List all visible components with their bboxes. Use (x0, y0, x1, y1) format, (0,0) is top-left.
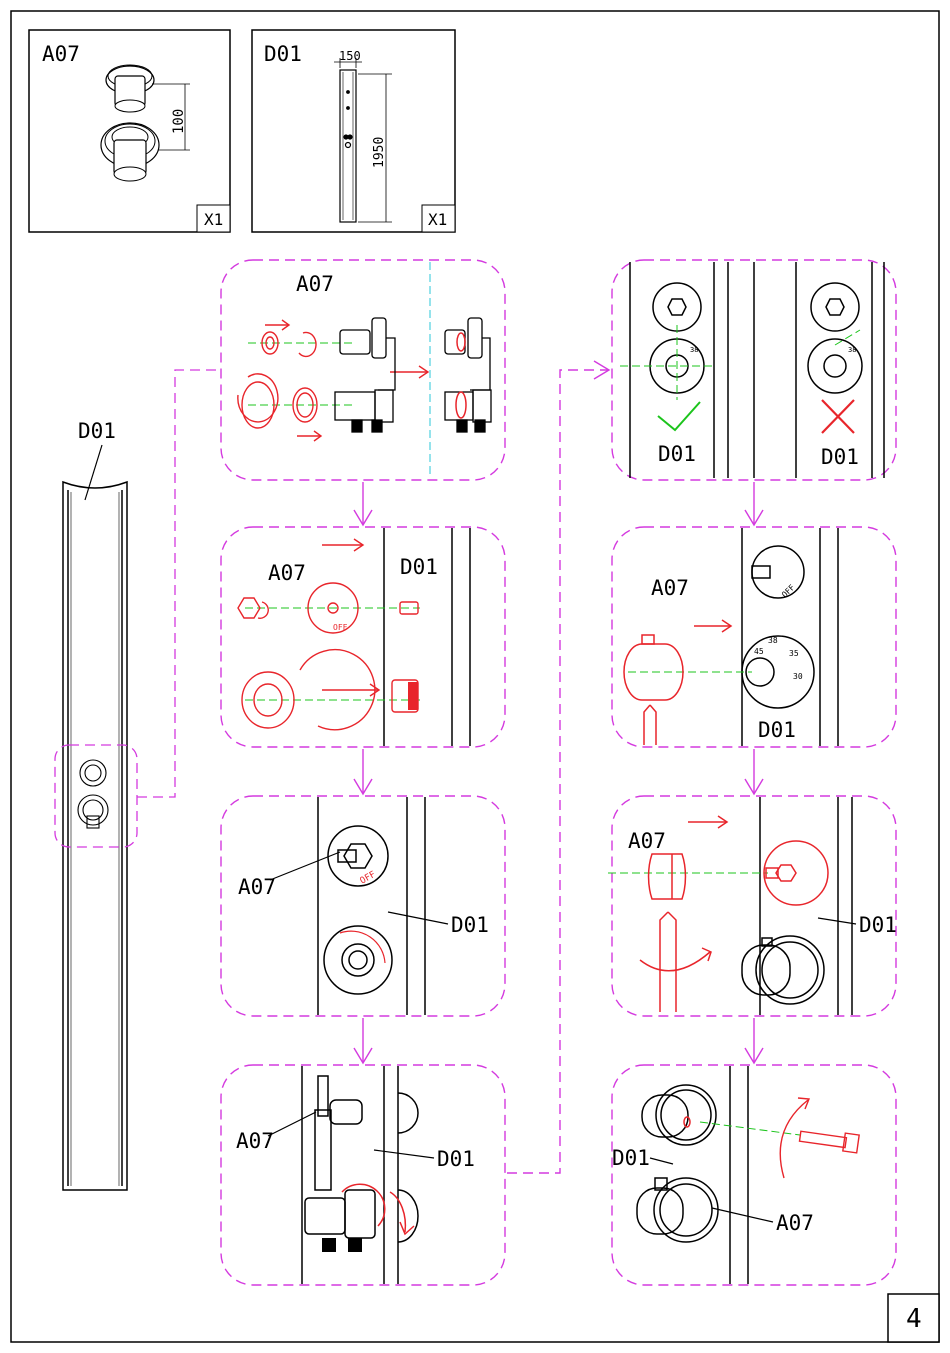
quantity-a07: X1 (204, 210, 223, 229)
step-3-label-a07: A07 (238, 875, 276, 899)
step-5-dial-mark-38-wrong: 38 (848, 346, 856, 354)
step-4-frame (221, 1065, 505, 1285)
step-1-remove-fittings: A07 (238, 262, 491, 478)
step-8-label-d01: D01 (612, 1146, 650, 1170)
dimension-height-d01: 1950 (372, 137, 387, 168)
knob-large-drawing (101, 123, 159, 181)
step-6-off-text: OFF (780, 583, 797, 600)
step-6-dial-30: 30 (793, 672, 803, 681)
step-4-label-a07: A07 (236, 1129, 274, 1153)
step-2-off-text: OFF (333, 623, 348, 632)
step-3-frame (221, 796, 505, 1016)
dimension-a07: 100 (171, 109, 187, 134)
step-1-label-a07: A07 (296, 272, 334, 296)
step-frames (221, 260, 896, 1285)
step-7-label-d01: D01 (859, 913, 897, 937)
dimension-width-d01: 150 (339, 49, 361, 63)
quantity-d01: X1 (428, 210, 447, 229)
cross-icon (822, 400, 854, 433)
step-1-frame (221, 260, 505, 480)
knob-small-drawing (106, 65, 154, 112)
step-2-fit-covers: A07 D01 OFF (238, 528, 470, 746)
step-8-tighten-screw: D01 A07 (612, 1066, 859, 1284)
step-8-frame (612, 1065, 896, 1285)
step-5-dial-mark-38: 38 (690, 346, 698, 354)
part-box-a07: A07 100 X1 (29, 30, 230, 232)
part-code-d01: D01 (264, 42, 302, 66)
shower-panel-overview: D01 (55, 370, 220, 1190)
panel-profile-drawing (340, 70, 356, 222)
step-6-dial-38: 38 (768, 636, 778, 645)
step-7-second-handle: A07 D01 (608, 797, 897, 1015)
flow-arrows (354, 361, 763, 1173)
step-5-label-d01-ok: D01 (658, 442, 696, 466)
step-6-label-d01: D01 (758, 718, 796, 742)
step-2-label-d01: D01 (400, 555, 438, 579)
step-6-fit-handle: OFF 45 38 35 30 A07 D01 (624, 528, 838, 746)
step-2-label-a07: A07 (268, 561, 306, 585)
step-6-dial-35: 35 (789, 649, 799, 658)
step-4-label-d01: D01 (437, 1147, 475, 1171)
step-6-label-a07: A07 (651, 576, 689, 600)
part-code-a07: A07 (42, 42, 80, 66)
part-box-d01: D01 150 1950 X1 (252, 30, 455, 232)
step-2-frame (221, 527, 505, 747)
label-d01-overview: D01 (78, 419, 116, 443)
step-5-label-d01-wrong: D01 (821, 445, 859, 469)
step-5-orientation-check: 38 38 D01 D01 (620, 262, 884, 478)
callout-leader (137, 370, 220, 797)
step-8-label-a07: A07 (776, 1211, 814, 1235)
checkmark-icon (658, 402, 700, 430)
step-6-dial-45: 45 (754, 647, 764, 656)
step-4-reinstall-valves: A07 D01 (236, 1066, 475, 1284)
step-3-label-d01: D01 (451, 913, 489, 937)
step-3-covers-fitted: OFF A07 D01 (238, 797, 489, 1015)
step-7-label-a07: A07 (628, 829, 666, 853)
page-number: 4 (906, 1304, 922, 1334)
